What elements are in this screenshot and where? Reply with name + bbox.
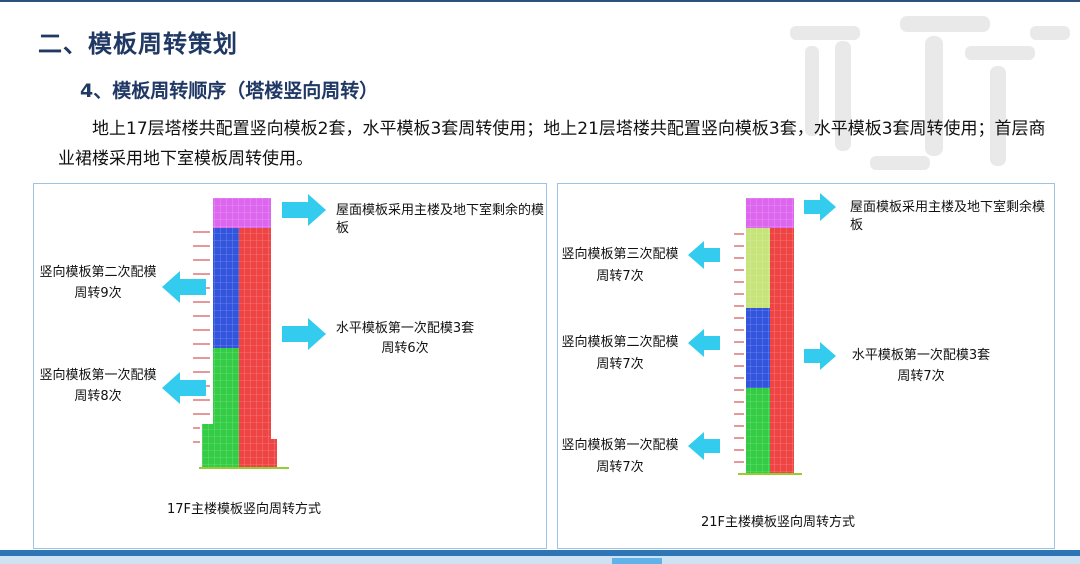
- left-vertical-first-label-2: 周转8次: [74, 389, 122, 404]
- left-tower-diagram: [162, 194, 326, 469]
- paragraph-text: 地上17层塔楼共配置竖向模板2套，水平模板3套周转使用；地上21层塔楼共配置竖向…: [58, 119, 1046, 169]
- page-title: 二、模板周转策划: [38, 30, 238, 58]
- top-rule: [0, 0, 1080, 2]
- right-roof-label: 屋面模板采用主楼及地下室剩余模板: [850, 200, 1046, 233]
- right-tower-diagram: [688, 193, 836, 475]
- footer-accent: [612, 558, 662, 564]
- right-vertical-first-label-2: 周转7次: [596, 460, 644, 475]
- left-arrow-icon: [688, 241, 720, 269]
- left-arrow-icon: [162, 271, 206, 303]
- right-horizontal-label-1: 水平模板第一次配模3套: [851, 348, 991, 363]
- right-vertical-first-label-1: 竖向模板第一次配模: [561, 438, 679, 453]
- right-diagram-panel: 屋面模板采用主楼及地下室剩余模板 水平模板第一次配模3套 周转7次 竖向模板第三…: [557, 183, 1055, 549]
- left-arrow-icon: [688, 432, 720, 460]
- right-arrow-icon: [804, 193, 836, 221]
- right-horizontal-label-2: 周转7次: [897, 369, 945, 384]
- right-arrow-icon: [804, 342, 836, 370]
- left-horizontal-label-1: 水平模板第一次配模3套: [335, 321, 475, 336]
- left-vertical-first-label-1: 竖向模板第一次配模: [39, 368, 157, 383]
- left-horizontal-label-2: 周转6次: [381, 341, 429, 356]
- right-vertical-third-label-2: 周转7次: [596, 269, 644, 284]
- right-diagram-caption: 21F主楼模板竖向周转方式: [700, 515, 856, 530]
- footer-bar: [0, 550, 1080, 556]
- left-vertical-second-label-2: 周转9次: [74, 286, 122, 301]
- section-subtitle: 4、模板周转顺序（塔楼竖向周转）: [80, 80, 379, 102]
- watermark-calligraphy: [790, 16, 1070, 170]
- right-vertical-second-label-1: 竖向模板第二次配模: [561, 335, 679, 350]
- right-arrow-icon: [282, 318, 326, 350]
- description-paragraph: 地上17层塔楼共配置竖向模板2套，水平模板3套周转使用；地上21层塔楼共配置竖向…: [58, 114, 1058, 174]
- left-arrow-icon: [688, 329, 720, 357]
- left-diagram-caption: 17F主楼模板竖向周转方式: [166, 502, 322, 517]
- left-roof-label: 屋面模板采用主楼及地下室剩余的模板: [336, 203, 545, 236]
- right-vertical-second-label-2: 周转7次: [596, 357, 644, 372]
- right-vertical-third-label-1: 竖向模板第三次配模: [561, 247, 679, 262]
- right-arrow-icon: [282, 194, 326, 226]
- left-diagram-panel: 屋面模板采用主楼及地下室剩余的模板 水平模板第一次配模3套 周转6次 竖向模板第…: [33, 183, 547, 549]
- left-vertical-second-label-1: 竖向模板第二次配模: [39, 265, 157, 280]
- footer-band: [0, 556, 1080, 564]
- left-arrow-icon: [162, 372, 206, 404]
